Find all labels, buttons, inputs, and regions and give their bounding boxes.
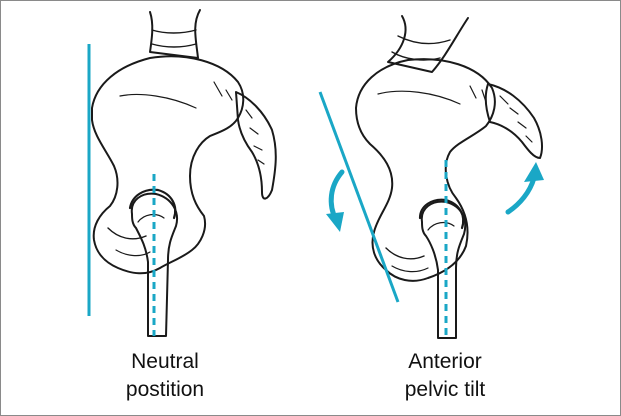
caption-neutral-line1: Neutral	[95, 348, 235, 376]
acetabulum-right	[420, 200, 463, 228]
rotation-arrow-down	[326, 172, 344, 232]
ilium-left	[92, 56, 243, 273]
rotation-arrow-up	[508, 162, 544, 212]
tilted-pelvis	[356, 16, 542, 338]
caption-tilt-line2: pelvic tilt	[370, 376, 520, 404]
caption-neutral-position: Neutral postition	[95, 348, 235, 404]
caption-anterior-pelvic-tilt: Anterior pelvic tilt	[370, 348, 520, 404]
neutral-pelvis	[92, 10, 276, 336]
caption-tilt-line1: Anterior	[370, 348, 520, 376]
caption-neutral-line2: postition	[95, 376, 235, 404]
lumbar-spine-left	[150, 10, 200, 58]
